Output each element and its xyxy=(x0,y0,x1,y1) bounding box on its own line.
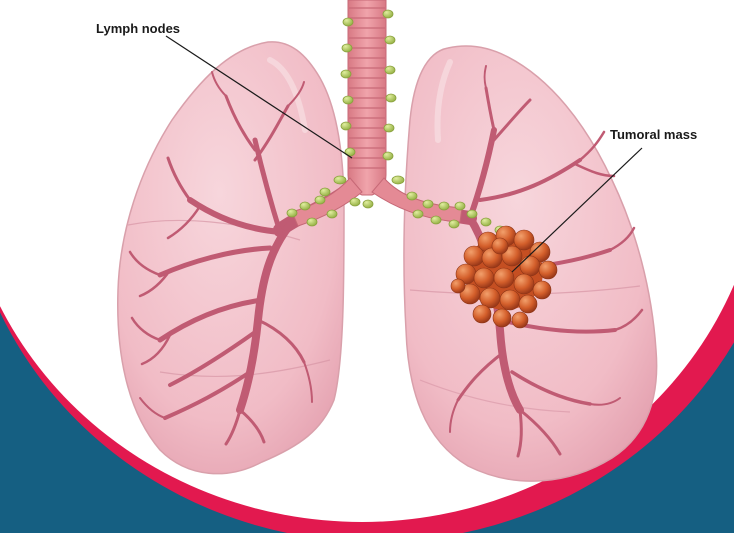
tumoral-mass-label: Tumoral mass xyxy=(610,127,697,142)
lymph-nodes-label: Lymph nodes xyxy=(96,21,180,36)
